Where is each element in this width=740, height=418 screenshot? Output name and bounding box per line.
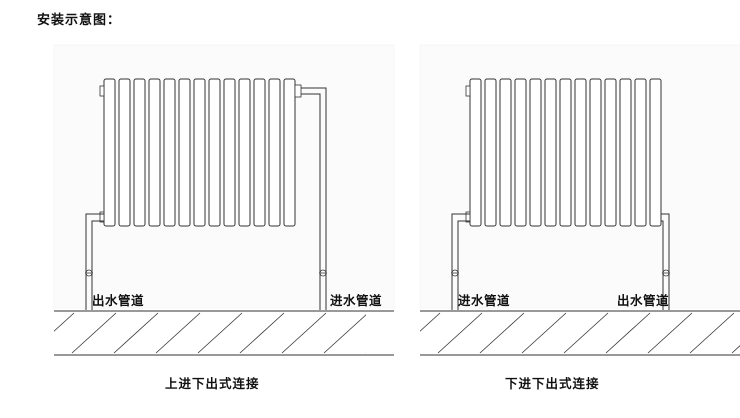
diagram-2-caption: 下进下出式连接 [505,376,600,391]
diagram-2-left-pipe [457,220,470,310]
diagram-1-right-pipe [295,93,321,310]
diagram-1-radiator-column [253,78,266,227]
diagram-2-radiator-column [499,78,512,227]
diagram-1-radiator-column [118,78,131,227]
diagram-2-radiator-column [619,78,632,227]
diagram-1-floor-hatch [239,312,285,354]
diagram-1-end-cap [99,211,105,223]
diagram-2-floor [366,310,740,356]
diagram-2-floor-hatch [437,312,483,354]
diagram-1-radiator-column [148,78,161,227]
diagram-1-floor-hatch [197,312,243,354]
diagram-1-floor-hatch [113,312,159,354]
diagram-1-radiator-column [208,78,221,227]
diagram-1-right-pipe-label: 进水管道 [330,293,383,308]
diagram-2-radiator-column [529,78,542,227]
diagram-1-left-pipe [91,220,104,310]
diagram-2-floor-hatch [689,312,735,354]
diagram-1-radiator-column [103,78,116,227]
diagram-1-radiator-column [223,78,236,227]
diagram-1-radiator-column [163,78,176,227]
diagram-1-right-connector [294,84,302,98]
diagram-2-radiator-column [469,78,482,227]
diagram-1-radiator-column [268,78,281,227]
diagram-2-right-pipe [661,213,670,310]
diagram-2 [366,44,740,356]
diagram-1-left-pipe [85,213,104,310]
diagram-2-right-pipe-label: 出水管道 [617,293,670,308]
diagram-1-floor-hatch [323,312,369,354]
diagram-2-radiator-column [559,78,572,227]
diagram-1-radiator-column [178,78,191,227]
diagram-2-floor-hatch [521,312,567,354]
diagram-2-floor-hatch [605,312,651,354]
diagram-1-floor [0,310,414,356]
diagram-1-floor-hatch [155,312,201,354]
diagram-1-floor-hatch [71,312,117,354]
diagram-2-radiator-column [574,78,587,227]
diagram-2-radiator-column [589,78,602,227]
diagram-1-radiator-column [133,78,146,227]
diagram-2-left-pipe [451,213,470,310]
diagram-1 [0,44,414,356]
diagram-2-floor-hatch [479,312,525,354]
diagram-1-caption: 上进下出式连接 [165,376,260,391]
diagram-2-floor-hatch [731,345,740,354]
diagram-2-floor-mask [366,312,420,354]
diagram-2-end-cap [465,85,471,97]
diagram-2-radiator-column [484,78,497,227]
diagram-2-radiator-column [604,78,617,227]
diagram-1-end-cap [99,85,105,97]
diagram-1-left-pipe-label: 出水管道 [92,293,145,308]
diagram-2-floor-hatch [647,312,693,354]
diagram-2-radiator-column [634,78,647,227]
diagram-1-floor-mask [0,312,54,354]
diagram-1-radiator [99,78,296,227]
diagram-2-left-pipe-label: 进水管道 [458,293,511,308]
diagram-1-floor-hatch [281,312,327,354]
diagram-1-radiator-column [283,78,296,227]
diagram-2-radiator-column [649,78,662,227]
diagram-2-radiator [465,78,662,227]
diagram-2-pipes [451,213,670,310]
diagram-2-radiator-column [544,78,557,227]
diagram-2-radiator-column [514,78,527,227]
diagram-2-floor-hatch [563,312,609,354]
diagram-2-right-pipe [661,220,664,310]
page-title: 安装示意图： [37,13,122,28]
diagram-1-radiator-column [193,78,206,227]
diagram-2-end-cap [465,211,471,223]
diagram-1-right-pipe [295,87,327,310]
diagram-1-pipes [85,87,327,310]
diagram-1-radiator-column [238,78,251,227]
